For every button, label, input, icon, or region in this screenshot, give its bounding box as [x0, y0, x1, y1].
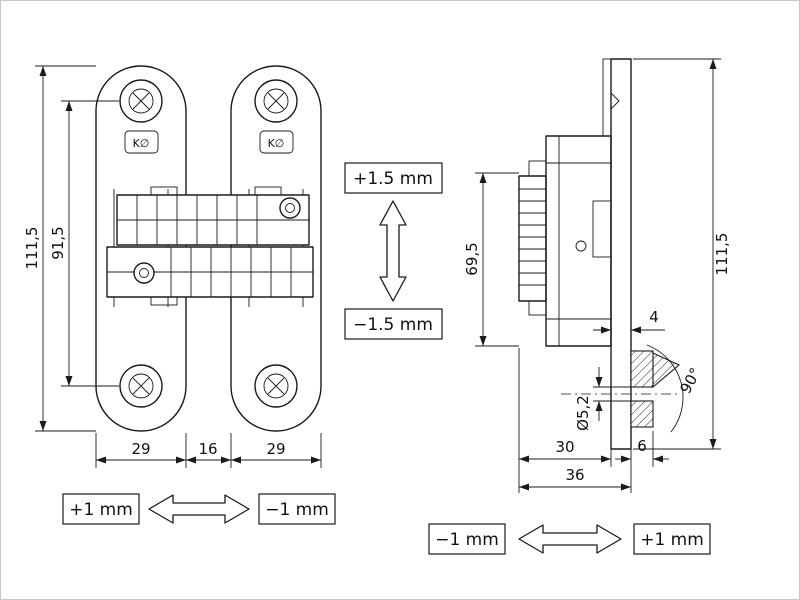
hinge-body-profile — [545, 135, 612, 347]
side-dimensions: 69,5 111,5 4 Ø5,2 30 6 36 — [463, 58, 731, 493]
vertical-plus-box — [344, 162, 443, 194]
brand-logo-right: K∅ — [259, 130, 294, 154]
dim-front-right-width: 29 — [266, 440, 285, 458]
screw-hole-top-left — [119, 79, 163, 123]
front-minus-box — [258, 493, 336, 525]
hinge-arm-lower — [106, 246, 314, 306]
front-horizontal-adjustment: +1 mm −1 mm — [62, 493, 336, 525]
double-arrow-vertical-icon — [379, 200, 407, 302]
dim-front-gap-width: 16 — [198, 440, 217, 458]
linkage-stack — [518, 160, 547, 316]
countersink-top — [610, 92, 620, 110]
side-horizontal-adjustment: −1 mm +1 mm — [428, 523, 711, 555]
double-arrow-horizontal-front-icon — [148, 494, 250, 524]
brand-logo-left: K∅ — [124, 130, 159, 154]
hinge-arm-upper — [116, 186, 310, 246]
frame-plate-profile — [610, 58, 632, 450]
dim-side-total-height: 111,5 — [713, 233, 731, 276]
dim-side-flange-depth: 6 — [637, 437, 647, 455]
vertical-minus-label: −1.5 mm — [353, 315, 433, 335]
bushing-section — [561, 350, 681, 428]
screw-hole-bottom-right — [254, 364, 298, 408]
dim-side-body-height: 69,5 — [463, 242, 481, 275]
front-dimensions: 111,5 91,5 29 16 29 — [23, 65, 322, 468]
vertical-adjustment: +1.5 mm −1.5 mm — [344, 162, 443, 340]
dim-side-total-depth: 36 — [565, 466, 584, 484]
double-arrow-horizontal-side-icon — [518, 524, 622, 554]
dim-side-body-depth: 30 — [555, 438, 574, 456]
brand-logo-left-text: K∅ — [133, 137, 150, 150]
countersink-wedge — [652, 352, 681, 389]
side-minus-box — [428, 523, 506, 555]
front-view: K∅ K∅ — [95, 65, 322, 432]
adjustment-screw-lower — [133, 262, 155, 284]
dim-opening-angle: 90° — [676, 365, 704, 397]
front-plus-label: +1 mm — [69, 500, 133, 520]
vertical-plus-label: +1.5 mm — [353, 169, 433, 189]
dim-front-total-height: 111,5 — [23, 227, 41, 270]
side-plus-label: +1 mm — [640, 530, 704, 550]
side-minus-label: −1 mm — [435, 530, 499, 550]
dim-side-hole-diameter: Ø5,2 — [574, 395, 592, 431]
dim-front-hole-spacing: 91,5 — [49, 226, 67, 259]
opening-arc — [646, 344, 684, 433]
adjustment-screw-upper — [279, 197, 301, 219]
screw-hole-bottom-left — [119, 364, 163, 408]
dim-front-left-width: 29 — [131, 440, 150, 458]
dim-side-plate-thickness: 4 — [649, 308, 659, 326]
side-view: 90° — [518, 58, 705, 450]
plate-top-lip — [602, 58, 612, 137]
screw-hole-top-right — [254, 79, 298, 123]
side-plus-box — [633, 523, 711, 555]
hinge-body-details — [546, 136, 612, 346]
brand-logo-right-text: K∅ — [268, 137, 285, 150]
front-minus-label: −1 mm — [265, 500, 329, 520]
vertical-minus-box — [344, 308, 443, 340]
front-plus-box — [62, 493, 140, 525]
